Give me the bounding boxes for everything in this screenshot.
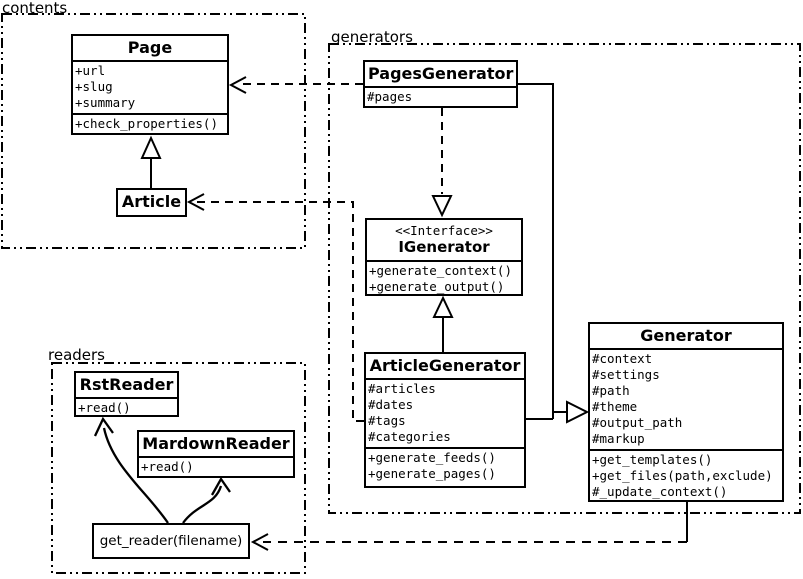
class-box-pagesgenerator: PagesGenerator #pages xyxy=(363,60,518,108)
method: #_update_context() xyxy=(592,484,728,499)
method: +generate_context() xyxy=(369,263,512,278)
readers-package-border xyxy=(51,362,306,574)
hollow-triangle-icon xyxy=(432,295,454,318)
arrow-getreader-to-rstreader xyxy=(93,416,169,524)
method: +read() xyxy=(141,459,194,474)
open-arrowhead-icon xyxy=(228,76,247,94)
open-arrowhead-icon xyxy=(250,533,269,551)
attribute: #theme xyxy=(592,399,638,414)
open-arrowhead-icon xyxy=(186,193,205,211)
methods-compartment: +read() xyxy=(76,397,177,418)
class-box-mardownreader: MardownReader +read() xyxy=(137,430,295,478)
attribute: #categories xyxy=(368,429,451,444)
inheritance-arrow-generators-to-generator xyxy=(518,83,590,424)
package-borders xyxy=(1,13,801,574)
method: +read() xyxy=(78,400,131,415)
class-title: IGenerator xyxy=(398,238,490,256)
attribute: +slug xyxy=(75,79,113,94)
arrow-getreader-to-mardownreader xyxy=(182,476,231,524)
contents-package-border xyxy=(1,13,306,249)
method: +get_files(path,exclude) xyxy=(592,468,773,483)
open-arrowhead-icon xyxy=(93,416,114,437)
class-title: ArticleGenerator xyxy=(369,356,521,375)
dependency-arrow-articlegenerator-to-article xyxy=(186,193,364,422)
attribute: #tags xyxy=(368,413,406,428)
method: +generate_feeds() xyxy=(368,450,496,465)
attribute: #markup xyxy=(592,431,645,446)
attribute: #pages xyxy=(367,89,413,104)
attributes-compartment: #articles #dates #tags #categories xyxy=(366,378,524,447)
open-arrowhead-icon xyxy=(210,476,231,496)
inheritance-arrow-article-to-page xyxy=(140,135,162,188)
realization-arrow-pagesgenerator-to-igenerator xyxy=(431,108,453,218)
attribute: #output_path xyxy=(592,415,683,430)
attribute: +url xyxy=(75,63,106,78)
method: +generate_output() xyxy=(369,279,505,294)
attribute: #articles xyxy=(368,381,436,396)
class-title: PagesGenerator xyxy=(368,64,514,83)
generators-package-label: generators xyxy=(331,28,413,46)
hollow-triangle-icon xyxy=(140,135,162,159)
methods-compartment: +generate_feeds() +generate_pages() xyxy=(366,447,524,484)
methods-compartment: +get_templates() +get_files(path,exclude… xyxy=(590,449,782,502)
function-box-get-reader: get_reader(filename) xyxy=(92,523,250,559)
methods-compartment: +read() xyxy=(139,456,293,477)
class-title: RstReader xyxy=(79,375,174,394)
class-box-generator: Generator #context #settings #path #them… xyxy=(588,322,784,502)
method: +check_properties() xyxy=(75,116,218,131)
methods-compartment: +generate_context() +generate_output() xyxy=(367,260,521,297)
method: +generate_pages() xyxy=(368,466,496,481)
contents-package-label: contents xyxy=(2,0,68,17)
function-label: get_reader(filename) xyxy=(99,533,243,549)
class-box-articlegenerator: ArticleGenerator #articles #dates #tags … xyxy=(364,352,526,488)
class-title: Article xyxy=(121,192,182,211)
attribute: #path xyxy=(592,383,630,398)
class-box-article: Article xyxy=(116,188,187,217)
attribute: #dates xyxy=(368,397,414,412)
attribute: #context xyxy=(592,351,653,366)
attribute: +summary xyxy=(75,95,136,110)
attribute: #settings xyxy=(592,367,660,382)
attributes-compartment: #context #settings #path #theme #output_… xyxy=(590,348,782,449)
class-title: MardownReader xyxy=(142,434,290,453)
hollow-triangle-icon xyxy=(566,400,590,424)
hollow-triangle-icon xyxy=(431,195,453,218)
class-box-page: Page +url +slug +summary +check_properti… xyxy=(71,34,229,135)
dependency-arrow-generator-to-getreader xyxy=(250,502,688,551)
attributes-compartment: #pages xyxy=(365,86,516,107)
interface-stereotype: <<Interface>> xyxy=(395,223,493,238)
class-title: Page xyxy=(127,38,173,57)
readers-package-label: readers xyxy=(48,346,105,364)
class-title: Generator xyxy=(640,326,732,345)
methods-compartment: +check_properties() xyxy=(73,113,227,134)
attributes-compartment: +url +slug +summary xyxy=(73,60,227,113)
interface-box-igenerator: <<Interface>> IGenerator +generate_conte… xyxy=(365,218,523,296)
class-box-rstreader: RstReader +read() xyxy=(74,371,179,417)
generators-package-border xyxy=(328,43,801,514)
method: +get_templates() xyxy=(592,452,713,467)
dependency-arrow-pagesgenerator-to-page xyxy=(228,76,363,94)
inheritance-arrow-articlegenerator-to-igenerator xyxy=(432,295,454,352)
